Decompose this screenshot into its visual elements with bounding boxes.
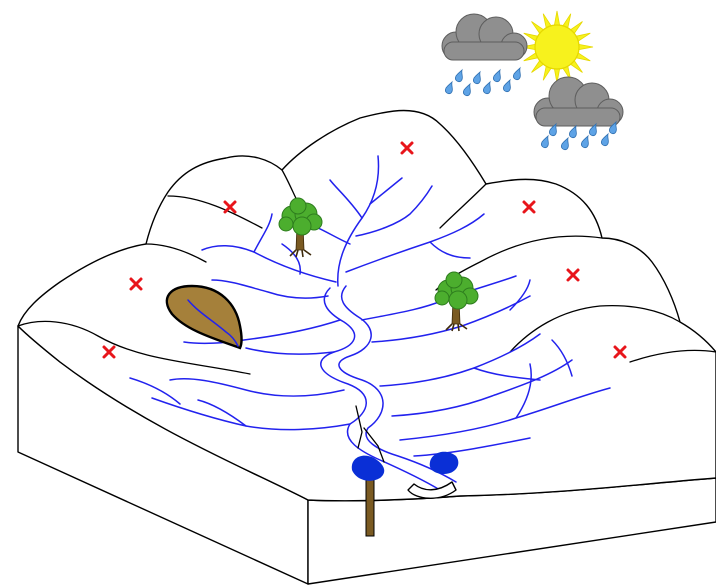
sun-ray [579, 44, 593, 49]
sun-icon [521, 11, 593, 83]
rain-drop-icon [503, 80, 510, 92]
rain-drop-icon [455, 70, 462, 82]
rain-drop-icon [483, 82, 490, 94]
rain-drop-icon [601, 134, 608, 146]
rain-drop-icon [445, 82, 452, 94]
rain-drop-icon [561, 138, 568, 150]
sun-ray [554, 11, 559, 25]
storm-cloud-icon [534, 77, 623, 126]
rain-drop-icon [463, 84, 470, 96]
rain-drop-icon [581, 136, 588, 148]
rain-drop-icon [513, 68, 520, 80]
rain-drop-icon [541, 136, 548, 148]
rain-drop-icon [493, 70, 500, 82]
rain-drop-icon [569, 126, 576, 138]
storm-cloud-icon [442, 14, 527, 60]
weather-group [442, 11, 623, 150]
rain-drop-icon [473, 72, 480, 84]
